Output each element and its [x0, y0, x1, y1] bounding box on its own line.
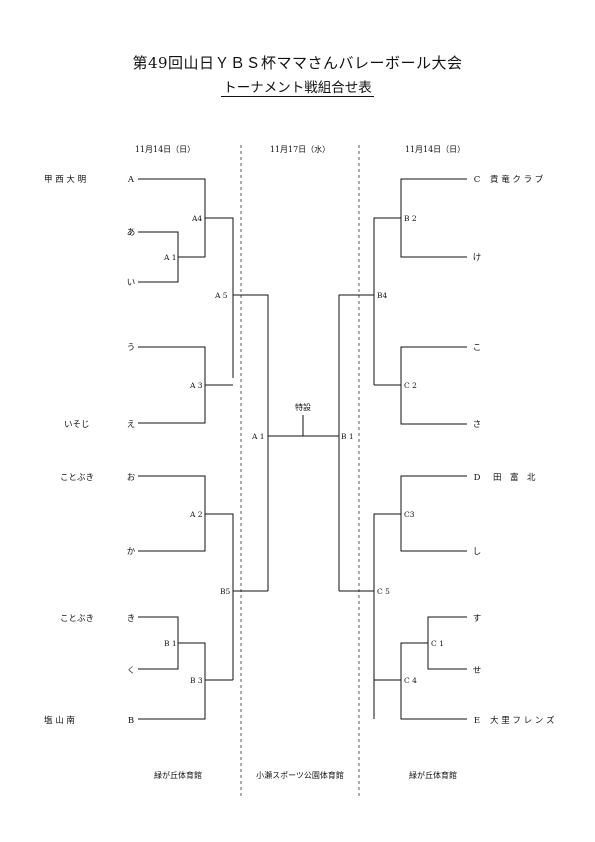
right-C3-to-C5 — [373, 513, 401, 719]
left-slot-5: お — [127, 473, 136, 483]
date-right: 11月14日（日） — [405, 145, 465, 154]
left-team-0: 甲 西 大 明 — [44, 174, 86, 185]
match-label-B4: B4 — [377, 291, 388, 300]
right-slot-8: E — [474, 716, 480, 726]
right-team-8: 大 里 フ レ ン ズ — [490, 715, 555, 726]
match-label-A4: A4 — [191, 214, 202, 223]
final-label-A1: A 1 — [251, 432, 265, 441]
left-team-4: いそじ — [64, 420, 90, 430]
left-team-9: 塩 山 南 — [44, 715, 75, 726]
venue-right: 緑が丘体育館 — [409, 770, 457, 780]
left-slot-2: い — [127, 278, 136, 288]
left-line-A — [138, 178, 206, 218]
right-slot-4: D — [474, 473, 481, 483]
left-slot-7: き — [127, 614, 136, 624]
left-A1-to-A4 — [178, 179, 206, 258]
left-team-7: ことぶき — [60, 614, 94, 624]
left-A5-to-A1final — [233, 294, 269, 591]
final-label-B1: B 1 — [341, 432, 354, 441]
date-left: 11月14日（日） — [135, 145, 195, 154]
match-label-B5: B5 — [220, 587, 231, 596]
match-label-A1: A 1 — [163, 253, 177, 262]
match-label-C1: C 1 — [431, 639, 444, 648]
match-label-A3: A 3 — [189, 381, 203, 390]
match-label-C4: C 4 — [404, 676, 417, 685]
match-label-B1: B 1 — [164, 639, 177, 648]
left-B1-to-B3 — [138, 642, 206, 720]
right-slot-0: C — [474, 175, 481, 185]
page-title: 第49回山日ＹＢＳ杯ママさんバレーボール大会 — [132, 54, 463, 72]
right-team-0: 貢 竜 ク ラ ブ — [490, 174, 544, 185]
left-A4-to-A5 — [205, 217, 234, 378]
right-B2-to-B4 — [373, 217, 401, 385]
match-label-A2: A 2 — [189, 510, 203, 519]
right-slot-2: こ — [473, 343, 482, 353]
right-slot-7: せ — [473, 666, 482, 676]
venue-center: 小瀬スポーツ公園体育館 — [256, 770, 344, 780]
right-team-4: 田 富 北 — [493, 472, 536, 483]
match-label-C2: C 2 — [404, 381, 417, 390]
match-label-B2: B 2 — [404, 214, 417, 223]
left-team-5: ことぶき — [60, 473, 94, 483]
left-slot-4: え — [127, 420, 136, 430]
special-label: 特設 — [295, 402, 311, 412]
match-label-C3: C3 — [404, 510, 415, 519]
venue-left: 緑が丘体育館 — [154, 770, 202, 780]
left-slot-9: B — [128, 716, 134, 726]
right-C1-to-C4 — [400, 642, 467, 720]
right-B4-to-B1final — [338, 294, 374, 591]
date-center: 11月17日（水） — [270, 144, 330, 154]
right-slot-1: け — [473, 253, 482, 263]
match-label-A5: A 5 — [214, 291, 228, 300]
right-slot-6: す — [473, 614, 482, 624]
left-slot-1: あ — [127, 228, 136, 238]
left-slot-0: A — [127, 175, 135, 185]
match-label-C5: C 5 — [377, 587, 390, 596]
left-slot-8: く — [127, 666, 136, 676]
left-A2-to-B5 — [205, 513, 234, 680]
left-slot-6: か — [127, 547, 136, 557]
left-slot-3: う — [127, 343, 136, 353]
right-slot-5: し — [473, 547, 482, 557]
right-slot-3: さ — [473, 420, 482, 430]
match-label-B3: B 3 — [190, 676, 203, 685]
page-subtitle: トーナメント戦組合せ表 — [221, 80, 374, 97]
